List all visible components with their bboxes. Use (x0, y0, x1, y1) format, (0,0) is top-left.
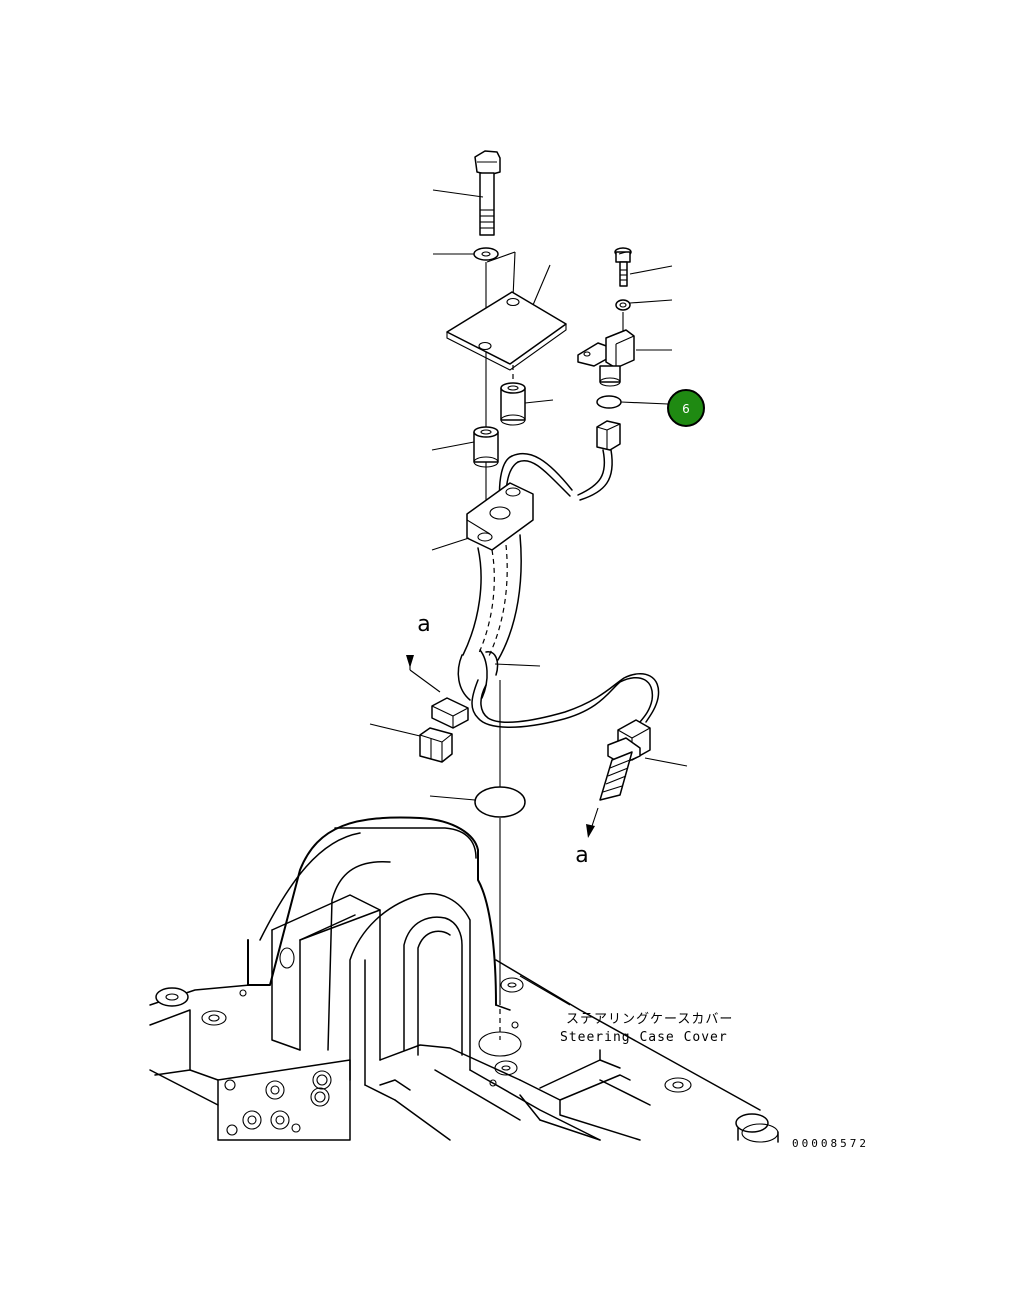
view-arrow-top (406, 655, 441, 693)
hex-nut (419, 727, 453, 763)
wire-clamp (457, 649, 660, 728)
sensor-bracket (577, 329, 635, 387)
small-washer (615, 299, 631, 332)
cover-label-jp: ステアリングケースカバー (566, 1012, 733, 1027)
collar-upper (500, 382, 526, 426)
callout-badge-circle (667, 389, 705, 427)
harness-plug (431, 697, 469, 729)
callout-badge-number: 6 (682, 402, 690, 416)
washer (473, 247, 499, 261)
view-arrow-bottom (586, 807, 599, 838)
small-screw (614, 247, 632, 287)
steering-case-housing (149, 816, 779, 1143)
collar-lower (473, 426, 499, 468)
o-ring-large (474, 786, 526, 818)
long-bolt (474, 150, 501, 236)
cover-label-en: Steering Case Cover (560, 1030, 728, 1045)
leader-lines (369, 189, 688, 1006)
callout-badge-6[interactable]: 6 (667, 389, 705, 427)
wire-connector (596, 420, 621, 451)
speed-sensor (599, 719, 651, 801)
drawing-code: 00008572 (792, 1137, 869, 1150)
view-arrow-top-label: a (417, 612, 430, 637)
o-ring-small (596, 395, 622, 409)
bent-pipe-flange (462, 482, 534, 661)
cover-plate (446, 291, 567, 371)
view-arrow-bottom-label: a (575, 843, 588, 868)
